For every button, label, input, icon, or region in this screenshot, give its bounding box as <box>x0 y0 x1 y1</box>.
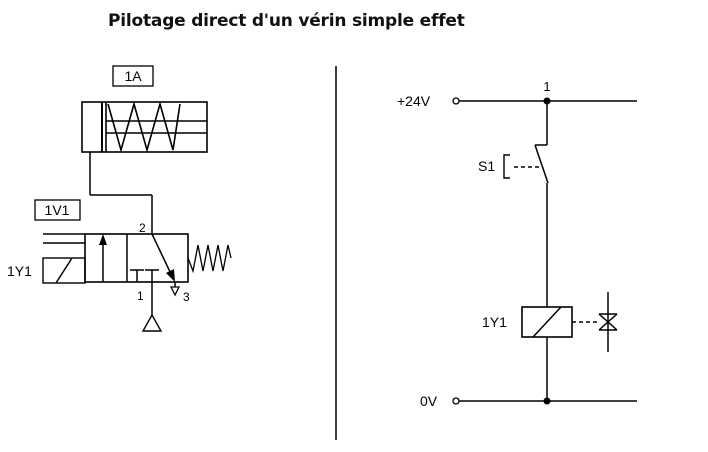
valve-return-spring <box>187 244 232 274</box>
switch-pushbutton-icon <box>503 154 510 179</box>
cylinder-return-spring <box>107 101 181 153</box>
valve-left-arrowhead <box>99 234 107 245</box>
pressure-source-icon <box>141 313 163 332</box>
supply-label: +24V <box>397 93 431 109</box>
port-3-label: 3 <box>183 290 190 304</box>
ground-terminal <box>452 397 460 405</box>
supply-terminal <box>452 97 460 105</box>
valve-right-flow-arrow <box>151 233 173 277</box>
cylinder-1a: 1A <box>81 65 208 153</box>
port-1-label: 1 <box>137 289 144 303</box>
cylinder-label-box <box>112 65 154 87</box>
exhaust-icon <box>169 286 181 297</box>
solenoid-valve-icon <box>598 292 618 352</box>
solenoid-winding <box>55 257 73 284</box>
solenoid-box <box>42 257 86 284</box>
coil-label: 1Y1 <box>482 314 507 330</box>
switch-label: S1 <box>478 158 495 174</box>
cylinder-label: 1A <box>124 68 142 84</box>
diagram-title: Pilotage direct d'un vérin simple effet <box>108 11 465 31</box>
ground-node-dot <box>543 397 551 405</box>
node-1-label: 1 <box>543 79 550 94</box>
valve-solenoid-label: 1Y1 <box>7 263 32 279</box>
valve-label-box <box>34 199 81 221</box>
switch-blade <box>534 144 549 184</box>
valve-label: 1V1 <box>45 202 70 218</box>
port-2-label: 2 <box>139 221 146 235</box>
ground-label: 0V <box>420 393 438 409</box>
valve-icon-diag-2 <box>598 313 618 331</box>
electric-circuit: +24V 1 S1 1Y1 0V <box>397 79 637 409</box>
cylinder-body <box>81 101 208 153</box>
coil-winding <box>532 306 562 338</box>
valve-1v1: 1V1 1Y1 2 1 3 <box>7 199 232 332</box>
valve-right-arrowhead <box>166 269 175 282</box>
